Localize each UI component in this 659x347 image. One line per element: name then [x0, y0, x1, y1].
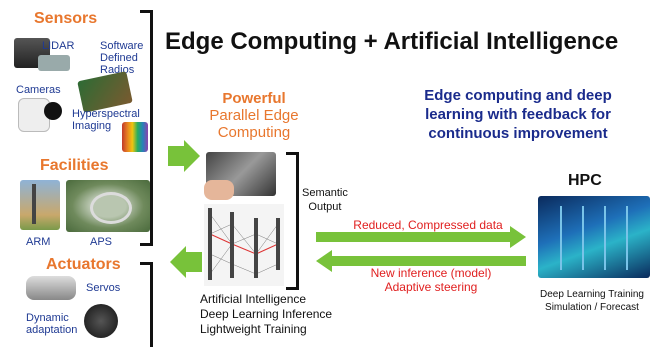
- ai-list: Artificial Intelligence Deep Learning In…: [200, 292, 332, 337]
- sensors-facilities-bracket: [140, 10, 153, 246]
- radios-label: Software Defined Radios: [100, 40, 143, 76]
- edge-to-actuators-arrow: [170, 246, 202, 278]
- hpc-label: HPC: [568, 172, 602, 189]
- main-title: Edge Computing + Artificial Intelligence: [165, 28, 619, 55]
- ai-list-item-3: Lightweight Training: [200, 322, 307, 336]
- facilities-heading: Facilities: [40, 157, 109, 174]
- cameras-label: Cameras: [16, 84, 61, 96]
- camera-image: [18, 98, 50, 132]
- edge-line-1: Powerful: [222, 90, 286, 107]
- dynamic-label: Dynamic adaptation: [26, 312, 77, 336]
- neural-network-image: [204, 204, 284, 286]
- arm-facility-image: [20, 180, 60, 230]
- ai-list-item-2: Deep Learning Inference: [200, 307, 333, 321]
- actuators-bracket: [140, 262, 153, 347]
- rack-line-2: [582, 206, 584, 270]
- ai-list-item-1: Artificial Intelligence: [200, 292, 307, 306]
- feedback-arrow: [316, 250, 526, 272]
- forward-arrow-label: Reduced, Compressed data: [353, 218, 503, 232]
- lidar-unit-image: [38, 55, 70, 71]
- arm-tower-image: [32, 184, 36, 224]
- arm-label: ARM: [26, 236, 51, 248]
- semantic-line-1: Semantic: [302, 187, 348, 199]
- camera-lens-image: [44, 102, 62, 120]
- semantic-line-2: Output: [308, 201, 342, 213]
- adaptive-lens-image: [84, 304, 118, 338]
- feedback-line-1: New inference (model): [370, 266, 492, 280]
- edge-bracket: [286, 152, 299, 290]
- sensors-heading: Sensors: [34, 10, 98, 27]
- hand-image: [204, 180, 234, 200]
- aps-ring-image: [90, 192, 132, 224]
- servo-motor-image: [26, 276, 76, 300]
- circuit-board-image: [77, 71, 133, 113]
- forward-data-arrow: [316, 226, 526, 248]
- sensors-to-edge-arrow: [168, 140, 200, 172]
- hyperspectral-line-2: Imaging: [72, 120, 112, 132]
- hyperspectral-label: Hyperspectral Imaging: [72, 108, 140, 132]
- aps-label: APS: [90, 236, 113, 248]
- lidar-label: LIDAR: [42, 40, 75, 52]
- rack-line-3: [604, 206, 606, 270]
- hpc-caption: Deep Learning Training Simulation / Fore…: [528, 288, 656, 314]
- radios-line-2: Defined: [100, 52, 138, 64]
- actuators-heading: Actuators: [46, 256, 121, 273]
- hyperspectral-cube-image: [122, 122, 148, 152]
- subtitle-line-2: learning with feedback for: [425, 106, 611, 123]
- subtitle-line-3: continuous improvement: [428, 125, 608, 142]
- edge-line-2: Parallel Edge: [209, 107, 299, 124]
- rack-line-1: [560, 206, 562, 270]
- radios-line-1: Software: [100, 40, 144, 52]
- semantic-output-label: Semantic Output: [302, 186, 348, 214]
- hpc-caption-line-2: Simulation / Forecast: [545, 302, 639, 313]
- dynamic-line-1: Dynamic: [26, 312, 69, 324]
- feedback-line-2: Adaptive steering: [384, 280, 478, 294]
- supercomputer-image: [538, 196, 650, 278]
- hyperspectral-line-1: Hyperspectral: [72, 108, 140, 120]
- feedback-arrow-label: New inference (model) Adaptive steering: [346, 266, 516, 294]
- edge-line-3: Computing: [217, 124, 291, 141]
- subtitle-line-1: Edge computing and deep: [424, 87, 612, 104]
- hpc-caption-line-1: Deep Learning Training: [540, 289, 644, 300]
- subtitle: Edge computing and deep learning with fe…: [408, 86, 628, 143]
- rack-line-4: [626, 206, 628, 270]
- servos-label: Servos: [86, 282, 121, 294]
- dynamic-line-2: adaptation: [26, 324, 78, 336]
- edge-computing-label: Powerful Parallel Edge Computing: [206, 90, 302, 141]
